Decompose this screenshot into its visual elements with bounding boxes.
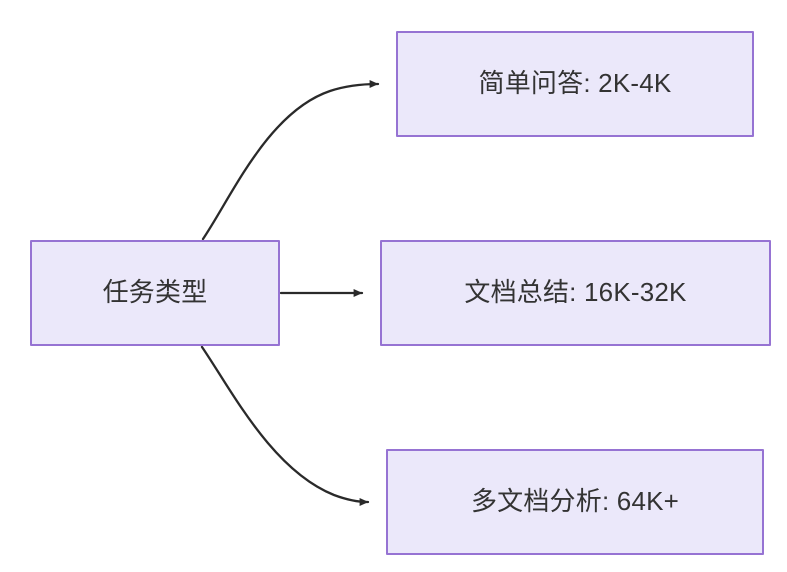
node-task-type-label: 任务类型 (102, 277, 208, 308)
node-simple-qa-label: 简单问答: 2K-4K (478, 68, 672, 99)
edge-task-type-to-simple-qa (201, 80, 380, 241)
node-simple-qa[interactable]: 简单问答: 2K-4K (396, 31, 754, 137)
node-doc-summary[interactable]: 文档总结: 16K-32K (380, 240, 771, 346)
edge-task-type-to-multi-doc-analysis (200, 345, 370, 506)
node-multi-doc-analysis[interactable]: 多文档分析: 64K+ (386, 449, 764, 555)
node-task-type[interactable]: 任务类型 (30, 240, 280, 346)
node-multi-doc-analysis-label: 多文档分析: 64K+ (470, 486, 680, 517)
node-doc-summary-label: 文档总结: 16K-32K (464, 277, 687, 308)
